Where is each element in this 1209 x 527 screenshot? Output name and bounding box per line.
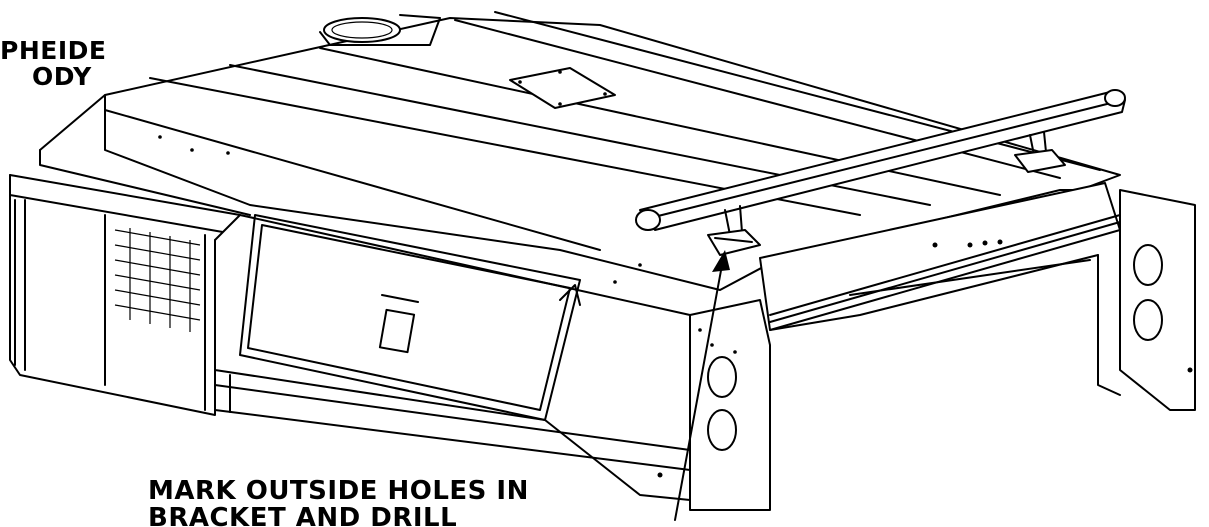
side-door-outline xyxy=(239,214,581,421)
callout-top-line2: ODY xyxy=(32,62,92,92)
leader-line xyxy=(674,264,723,521)
door-handle xyxy=(381,294,419,303)
rack-bracket-front xyxy=(707,205,761,256)
rack-bracket-rear xyxy=(1014,131,1066,173)
front-right-post xyxy=(689,299,771,511)
callout-bottom-instruction: MARK OUTSIDE HOLES IN BRACKET AND DRILL xyxy=(148,476,529,527)
leader-arrowhead xyxy=(712,250,730,272)
callout-bottom-line1: MARK OUTSIDE HOLES IN xyxy=(148,476,529,506)
roof-vent-round xyxy=(319,14,441,46)
side-panel xyxy=(214,214,691,501)
roof-rack-bar xyxy=(635,89,1126,231)
callout-bottom-line2: BRACKET AND DRILL xyxy=(148,503,458,527)
rear-hole-lower xyxy=(1133,299,1163,341)
callout-top-left: PHEIDE ODY xyxy=(0,36,107,92)
annotation-leader xyxy=(674,250,730,521)
post-hole-upper xyxy=(707,356,737,398)
post-hole-lower xyxy=(707,409,737,451)
roof-access-plate xyxy=(509,67,616,109)
louver-grid xyxy=(114,228,201,332)
left-end-compartment xyxy=(9,174,241,416)
rear-hole-upper xyxy=(1133,244,1163,286)
fastener-dots xyxy=(158,135,663,478)
rear-frame xyxy=(759,182,1196,411)
door-latch-plate xyxy=(378,308,416,354)
callout-top-line1: PHEIDE xyxy=(0,36,107,65)
roof-panel xyxy=(39,11,1121,291)
